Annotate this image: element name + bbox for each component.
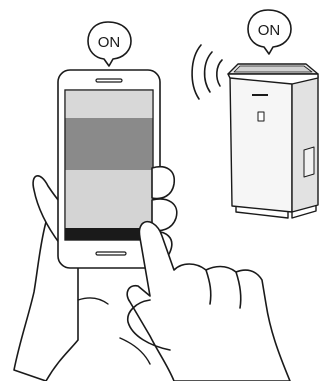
phone-screen — [65, 90, 153, 240]
phone-on-label: ON — [98, 34, 121, 51]
phone-on-bubble: ON — [88, 22, 131, 66]
wireless-signal-icon — [192, 45, 222, 99]
purifier-on-label: ON — [258, 22, 281, 39]
pointing-hand — [127, 222, 290, 381]
purifier-on-bubble: ON — [248, 10, 291, 54]
air-purifier — [228, 64, 318, 218]
